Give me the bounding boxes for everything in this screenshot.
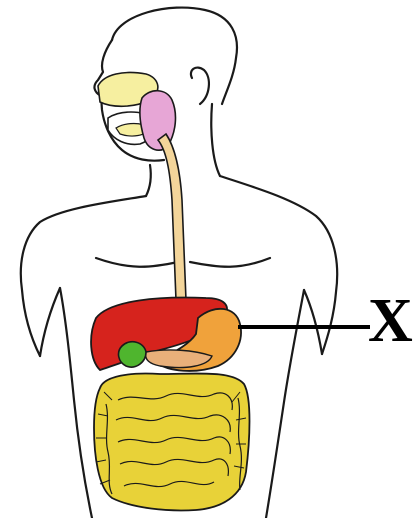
pancreas [146, 350, 212, 368]
label-x: X [368, 290, 413, 352]
esophagus [158, 134, 186, 300]
gallbladder [119, 342, 146, 367]
